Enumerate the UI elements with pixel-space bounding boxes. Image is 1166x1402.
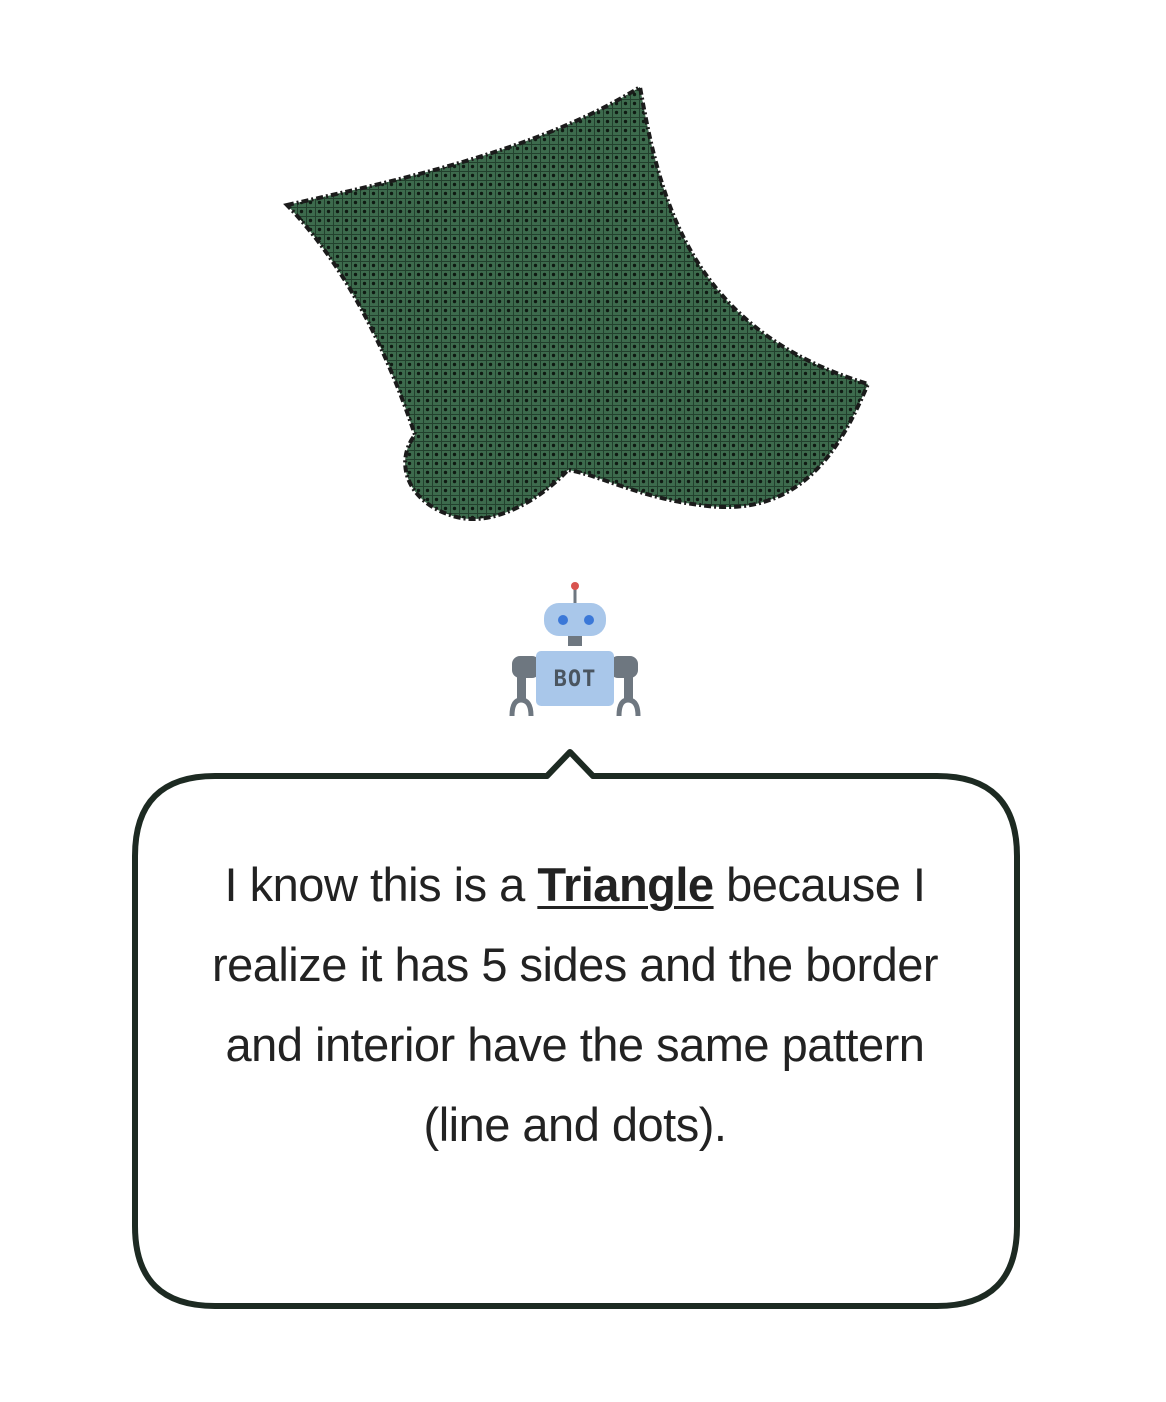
robot-icon: BOT [509,582,641,717]
robot-body [536,651,614,706]
bubble-text: I know this is a Triangle because I real… [180,845,970,1165]
speech-bubble [132,749,1020,1309]
shape-name: Triangle [537,858,714,911]
patterned-shape [283,83,871,521]
bubble-text-reason: because I realize it has 5 sides and the… [211,858,939,1151]
bubble-text-intro: I know this is a [224,858,538,911]
shape-body [283,83,871,521]
bot-badge-text: BOT [554,667,597,692]
antenna-tip [571,582,579,590]
robot-head [544,603,606,636]
